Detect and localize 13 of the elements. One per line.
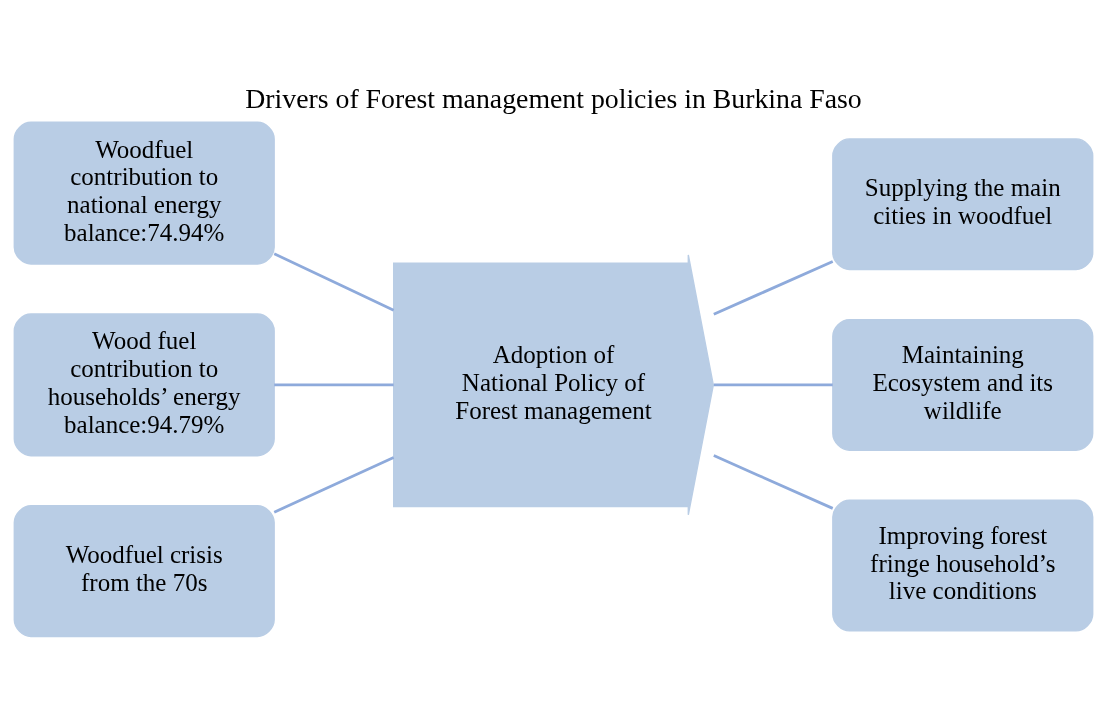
connector	[273, 456, 395, 514]
node-box: Woodfuel contribution to national energy balance:74.94%	[13, 121, 275, 265]
node-box: Improving forest fringe household’s live conditions	[832, 499, 1094, 632]
connector	[713, 454, 834, 510]
node-box: Wood fuel contribution to households’ energy balance:94.79%	[13, 313, 275, 457]
connector	[713, 260, 834, 316]
node-box: Woodfuel crisis from the 70s	[13, 505, 275, 638]
node-box: Supplying the main cities in woodfuel	[832, 138, 1094, 271]
connector	[274, 383, 394, 387]
diagram-title: Drivers of Forest management policies in Burkina Faso	[245, 83, 862, 115]
node-box: Maintaining Ecosystem and its wildlife	[832, 318, 1094, 451]
connector	[273, 252, 395, 312]
connector	[713, 383, 833, 387]
